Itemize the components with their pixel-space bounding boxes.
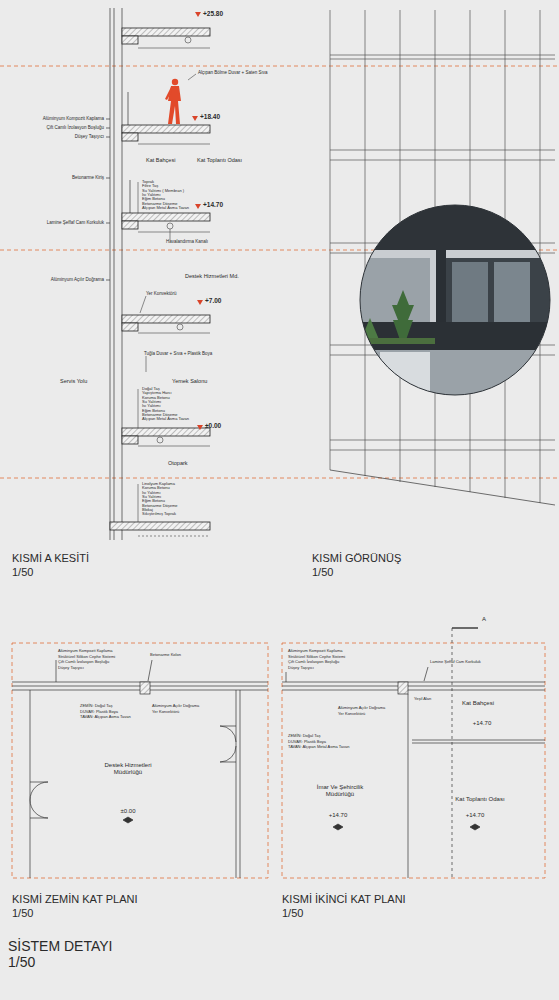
annotation-label: Betonarme Kiriş [72,175,104,180]
annotation-label: Düşey Taşıyıcı [288,666,314,671]
annotation-label: Kat Bahçesi [462,700,494,707]
annotation-label: +14.70 [329,812,348,819]
annotation-label: Alüminyum Açılır Doğrama [51,277,104,282]
level-mark: +14.70 [203,201,223,208]
annotation-label: Kat Bahçesi [146,157,175,163]
drawing-title: KISMİ A KESİTİ [12,552,89,565]
drawing-title: 1/50 [12,566,33,579]
annotation-label: ZEMİN: Doğal Taş [288,734,320,739]
annotation-label: Servis Yolu [60,378,87,384]
level-mark: +18.40 [200,113,220,120]
annotation-label: Havalandırma Kanalı [166,239,208,244]
annotation-label: Çift Camlı İzolasyon Boşluğu [46,125,104,130]
annotation-label: DUVAR: Plastik Boya [80,710,118,715]
annotation-label: Lamine Şeffaf Cam Korkuluk [47,220,104,225]
annotation-label: DUVAR: Plastik Boya [288,740,326,745]
drawing-title: KISMİ GÖRÜNÜŞ [312,552,401,565]
annotation-label: Alçıpan Bölme Duvar + Saten Sıva [198,70,267,75]
annotation-label: +14.70 [466,812,485,819]
annotation-label: A [482,616,486,623]
level-mark: +25.80 [203,10,223,17]
annotation-label: Strüktürel Silikon Cephe Sistemi [58,655,115,660]
annotation-label: Yemek Salonu [172,378,207,384]
annotation-label: ZEMİN: Doğal Taş [80,704,112,709]
annotation-label: Destek Hizmetleri Md. [185,273,239,279]
annotation-label: Sıkıştırılmış Toprak [142,512,176,517]
annotation-label: Yeşil Alan [414,697,431,702]
annotation-label: İmar Ve Şehircilik Müdürlüğü [305,784,375,798]
level-mark: +7.00 [205,297,221,304]
annotation-label: +14.70 [473,720,492,727]
annotation-label: Tuğla Duvar + Sıva + Plastik Boya [144,351,212,356]
annotation-label: Strüktürel Silikon Cephe Sistemi [288,655,345,660]
annotation-label: Çift Camlı İzolasyon Boşluğu [288,660,339,665]
annotation-label: Düşey Taşıyıcı [58,666,84,671]
annotation-label: Yer Konvektörü [146,291,177,296]
sheet-title: SİSTEM DETAYI 1/50 [8,938,123,970]
drawing-title: KISMİ ZEMİN KAT PLANI [12,893,138,906]
annotation-label: Kat Toplantı Odası [197,157,242,163]
annotation-label: Alüminyum Kompozit Kaplama [288,649,342,654]
annotation-label: TAVAN: Alçıpan Asma Tavan [80,715,131,720]
annotation-label: Çift Camlı İzolasyon Boşluğu [58,660,109,665]
annotation-label: Alüminyum Açılır Doğrama [338,706,385,711]
annotation-label: Betonarme Kolon [150,653,181,658]
annotation-label: Kat Toplantı Odası [455,796,504,803]
annotation-label: Yer Konvektörü [152,710,179,715]
level-mark: ±0.00 [205,422,221,429]
drawing-title: 1/50 [282,907,303,920]
annotation-label: TAVAN: Alçıpan Metal Asma Tavan [288,745,350,750]
annotation-label: Lamine Şeffaf Cam Korkuluk [430,660,481,665]
annotation-label: Alüminyum Kompozit Kaplama [58,649,112,654]
annotation-label: Alçıpan Metal Asma Tavan [142,417,189,422]
annotation-label: Destek Hizmetleri Müdürlüğü [93,762,163,776]
annotation-label: ±0.00 [121,808,136,815]
annotation-label: Alüminyum Açılır Doğrama [152,704,199,709]
drawing-title: KISMİ İKİNCİ KAT PLANI [282,893,406,906]
annotation-label: Otopark [168,460,188,466]
drawing-title: 1/50 [312,566,333,579]
annotation-label: Düşey Taşıyıcı [75,134,104,139]
annotation-label: Yer Konvektörü [338,712,365,717]
drawing-title: 1/50 [12,907,33,920]
annotation-label: Alçıpan Metal Asma Tavan [142,206,189,211]
annotation-label: Alüminyum Kompozit Kaplama [43,116,104,121]
